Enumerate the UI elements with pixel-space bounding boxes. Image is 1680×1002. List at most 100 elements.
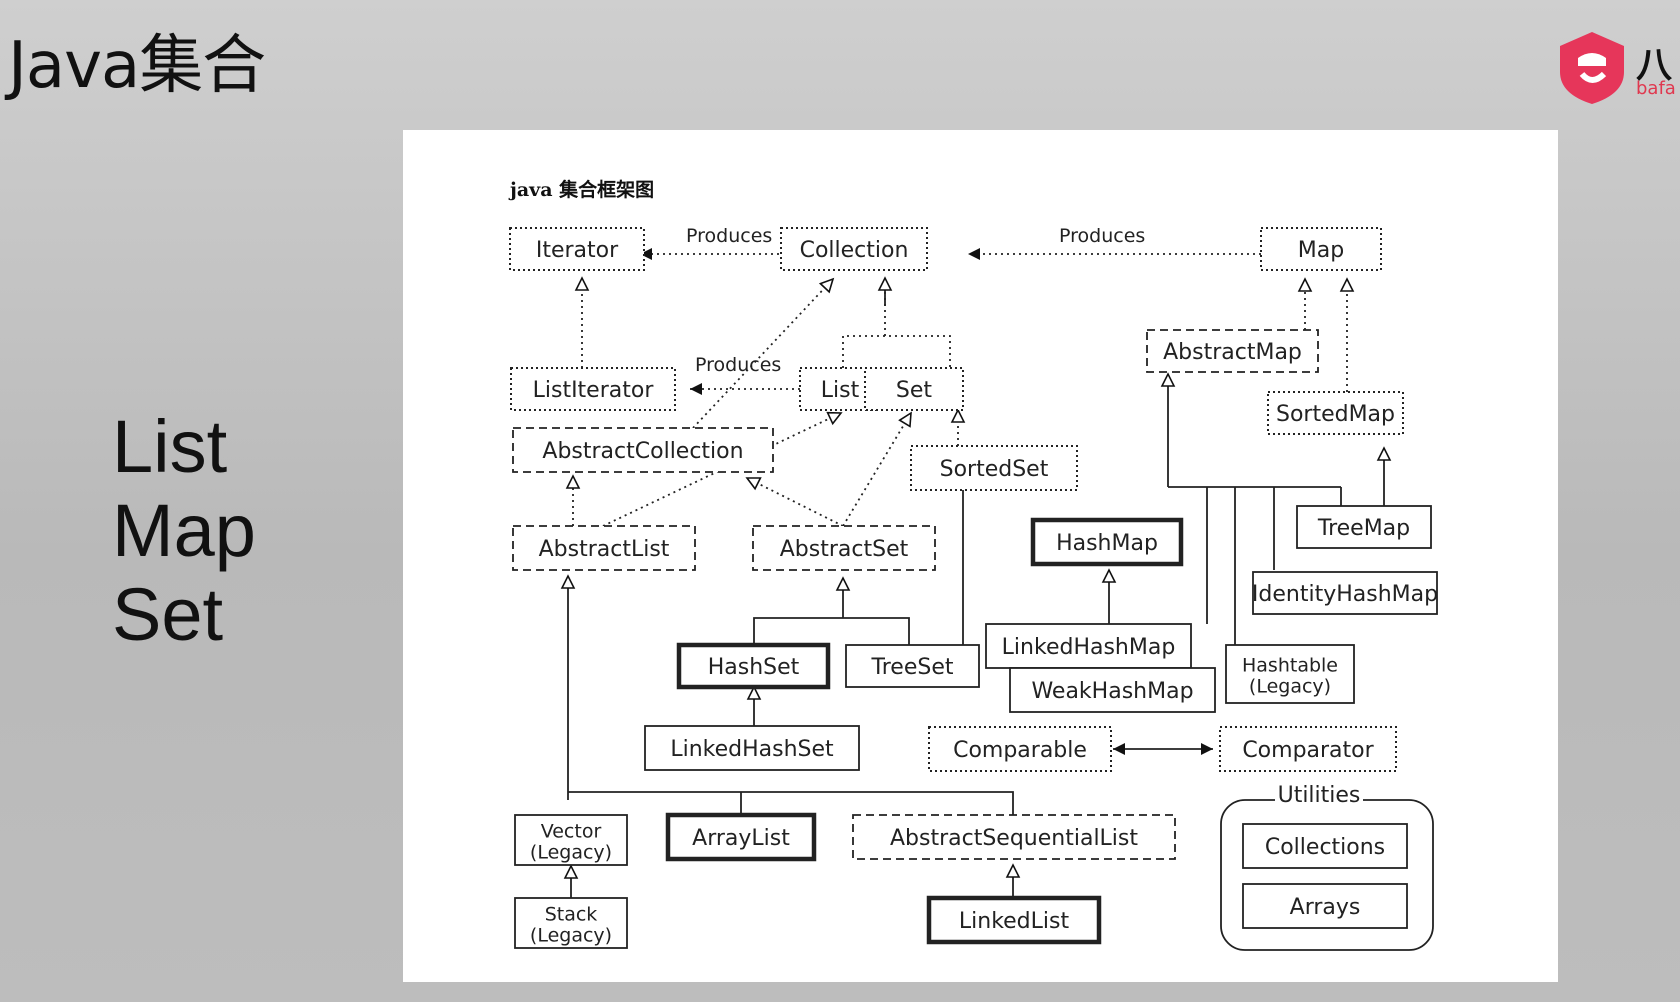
node-label: (Legacy) xyxy=(1249,676,1331,698)
node-label: Comparator xyxy=(1242,738,1374,763)
shield-icon xyxy=(1560,32,1624,104)
node-label: Set xyxy=(896,378,933,403)
node-label: TreeSet xyxy=(871,655,954,680)
node-abstractsequentiallist: AbstractSequentialList xyxy=(852,814,1176,860)
node-box xyxy=(1242,823,1408,869)
node-label: Collections xyxy=(1265,835,1385,860)
node-linkedhashset: LinkedHashSet xyxy=(644,725,860,771)
node-hashmap: HashMap xyxy=(1030,517,1184,567)
node-box xyxy=(512,525,696,571)
node-iterator: Iterator xyxy=(509,227,645,271)
node-box xyxy=(1267,391,1404,435)
edge-listset-collection xyxy=(842,278,951,368)
node-box xyxy=(1219,726,1397,772)
utilities-label-bg xyxy=(1275,784,1363,808)
node-arraylist: ArrayList xyxy=(665,812,817,862)
node-label: Vector xyxy=(541,821,602,843)
edge-abstractset-abstractcollection xyxy=(745,477,844,527)
node-label: HashMap xyxy=(1056,531,1158,556)
node-label: Collection xyxy=(800,238,909,263)
diagram-panel: java 集合框架图 xyxy=(403,130,1558,982)
node-label: SortedSet xyxy=(940,457,1049,482)
slide-title: Java集合 xyxy=(8,29,266,103)
node-box xyxy=(512,427,774,473)
node-treeset: TreeSet xyxy=(845,644,980,688)
node-label: ArrayList xyxy=(692,826,790,851)
node-comparator: Comparator xyxy=(1219,726,1397,772)
utilities-label: Utilities xyxy=(1278,783,1361,808)
node-label: SortedMap xyxy=(1276,402,1395,427)
edge-label-produces: Produces xyxy=(695,354,781,376)
edge-sets-abstractset xyxy=(753,578,910,645)
node-abstractlist: AbstractList xyxy=(512,525,696,571)
node-box xyxy=(1252,571,1438,615)
node-box xyxy=(514,897,628,949)
node-label: TreeMap xyxy=(1317,516,1410,541)
node-box xyxy=(1030,517,1184,567)
node-identityhashmap: IdentityHashMap xyxy=(1252,571,1438,615)
node-label: Hashtable xyxy=(1242,655,1338,677)
node-box xyxy=(665,812,817,862)
node-box xyxy=(852,814,1176,860)
node-label: AbstractMap xyxy=(1163,340,1302,365)
node-label: Map xyxy=(1298,238,1344,263)
node-abstractcollection: AbstractCollection xyxy=(512,427,774,473)
node-box xyxy=(644,725,860,771)
node-box xyxy=(928,726,1112,772)
node-box xyxy=(1225,644,1355,704)
node-sortedset: SortedSet xyxy=(910,445,1078,491)
node-label: WeakHashMap xyxy=(1031,679,1193,704)
topic-map-item: Map xyxy=(112,489,256,572)
node-box xyxy=(1146,329,1319,373)
node-box xyxy=(1009,667,1216,713)
node-label: AbstractList xyxy=(539,537,670,562)
node-label: Stack xyxy=(545,904,598,926)
topic-list-item: List xyxy=(112,405,228,488)
node-stack: Stack(Legacy) xyxy=(514,897,628,949)
logo-text: 八 xyxy=(1636,45,1673,86)
node-box xyxy=(910,445,1078,491)
node-vector: Vector(Legacy) xyxy=(514,814,628,866)
brand-logo: 八 bafa xyxy=(1552,28,1680,108)
node-collection: Collection xyxy=(780,227,928,271)
node-box xyxy=(780,227,928,271)
node-box xyxy=(676,642,831,690)
node-hashset: HashSet xyxy=(676,642,831,690)
node-label: ListIterator xyxy=(533,378,655,403)
edge-list-branches xyxy=(568,791,1014,815)
node-hashtable: Hashtable(Legacy) xyxy=(1225,644,1355,704)
node-comparable: Comparable xyxy=(928,726,1112,772)
node-box xyxy=(845,644,980,688)
edge-label-produces: Produces xyxy=(686,225,772,247)
edge-abstractcollection-collection xyxy=(692,277,835,429)
node-box xyxy=(926,895,1102,945)
node-linkedhashmap: LinkedHashMap xyxy=(985,623,1192,669)
node-map: Map xyxy=(1260,227,1382,271)
node-abstractmap: AbstractMap xyxy=(1146,329,1319,373)
node-box xyxy=(864,367,964,411)
node-label: Iterator xyxy=(536,238,619,263)
node-set: Set xyxy=(864,367,964,411)
node-label: Comparable xyxy=(953,738,1087,763)
node-weakhashmap: WeakHashMap xyxy=(1009,667,1216,713)
node-box xyxy=(1296,505,1432,549)
node-box xyxy=(510,367,676,411)
diagram-title: java 集合框架图 xyxy=(508,178,654,201)
node-listiterator: ListIterator xyxy=(510,367,676,411)
node-treemap: TreeMap xyxy=(1296,505,1432,549)
edge-map-branches xyxy=(1168,486,1342,645)
edge-label-produces: Produces xyxy=(1059,225,1145,247)
node-label: List xyxy=(821,378,860,403)
edge-abstractlist-list xyxy=(602,411,843,527)
node-label: IdentityHashMap xyxy=(1252,582,1438,607)
node-sortedmap: SortedMap xyxy=(1267,391,1404,435)
node-label: (Legacy) xyxy=(530,842,612,864)
node-label: (Legacy) xyxy=(530,925,612,947)
node-label: AbstractSet xyxy=(780,537,909,562)
topic-list: List Map Set xyxy=(112,405,256,657)
node-collections: Collections xyxy=(1242,823,1408,869)
node-label: LinkedHashMap xyxy=(1002,635,1176,660)
node-box xyxy=(1242,883,1408,929)
node-box xyxy=(1260,227,1382,271)
